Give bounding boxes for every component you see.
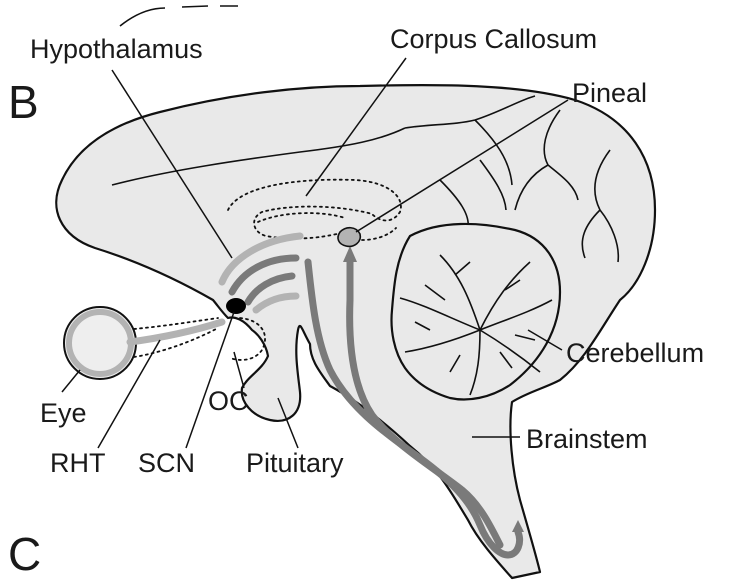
leader-oc — [234, 352, 244, 388]
label-scn: SCN — [138, 448, 195, 478]
panel-label-c: C — [8, 528, 41, 580]
scn-nucleus — [226, 298, 246, 314]
label-corpus-callosum: Corpus Callosum — [390, 24, 597, 54]
label-eye: Eye — [40, 398, 87, 428]
label-cerebellum: Cerebellum — [566, 338, 704, 368]
brain-outline — [56, 85, 655, 578]
label-rht: RHT — [50, 448, 106, 478]
leader-eye — [62, 370, 80, 392]
eye-globe — [64, 307, 136, 379]
panel-label-b: B — [8, 76, 39, 128]
label-brainstem: Brainstem — [526, 424, 648, 454]
label-oc: OC — [208, 386, 249, 416]
cropped-top-stroke — [120, 6, 238, 26]
label-pineal: Pineal — [572, 78, 647, 108]
label-pituitary: Pituitary — [246, 448, 344, 478]
label-hypothalamus: Hypothalamus — [30, 34, 203, 64]
